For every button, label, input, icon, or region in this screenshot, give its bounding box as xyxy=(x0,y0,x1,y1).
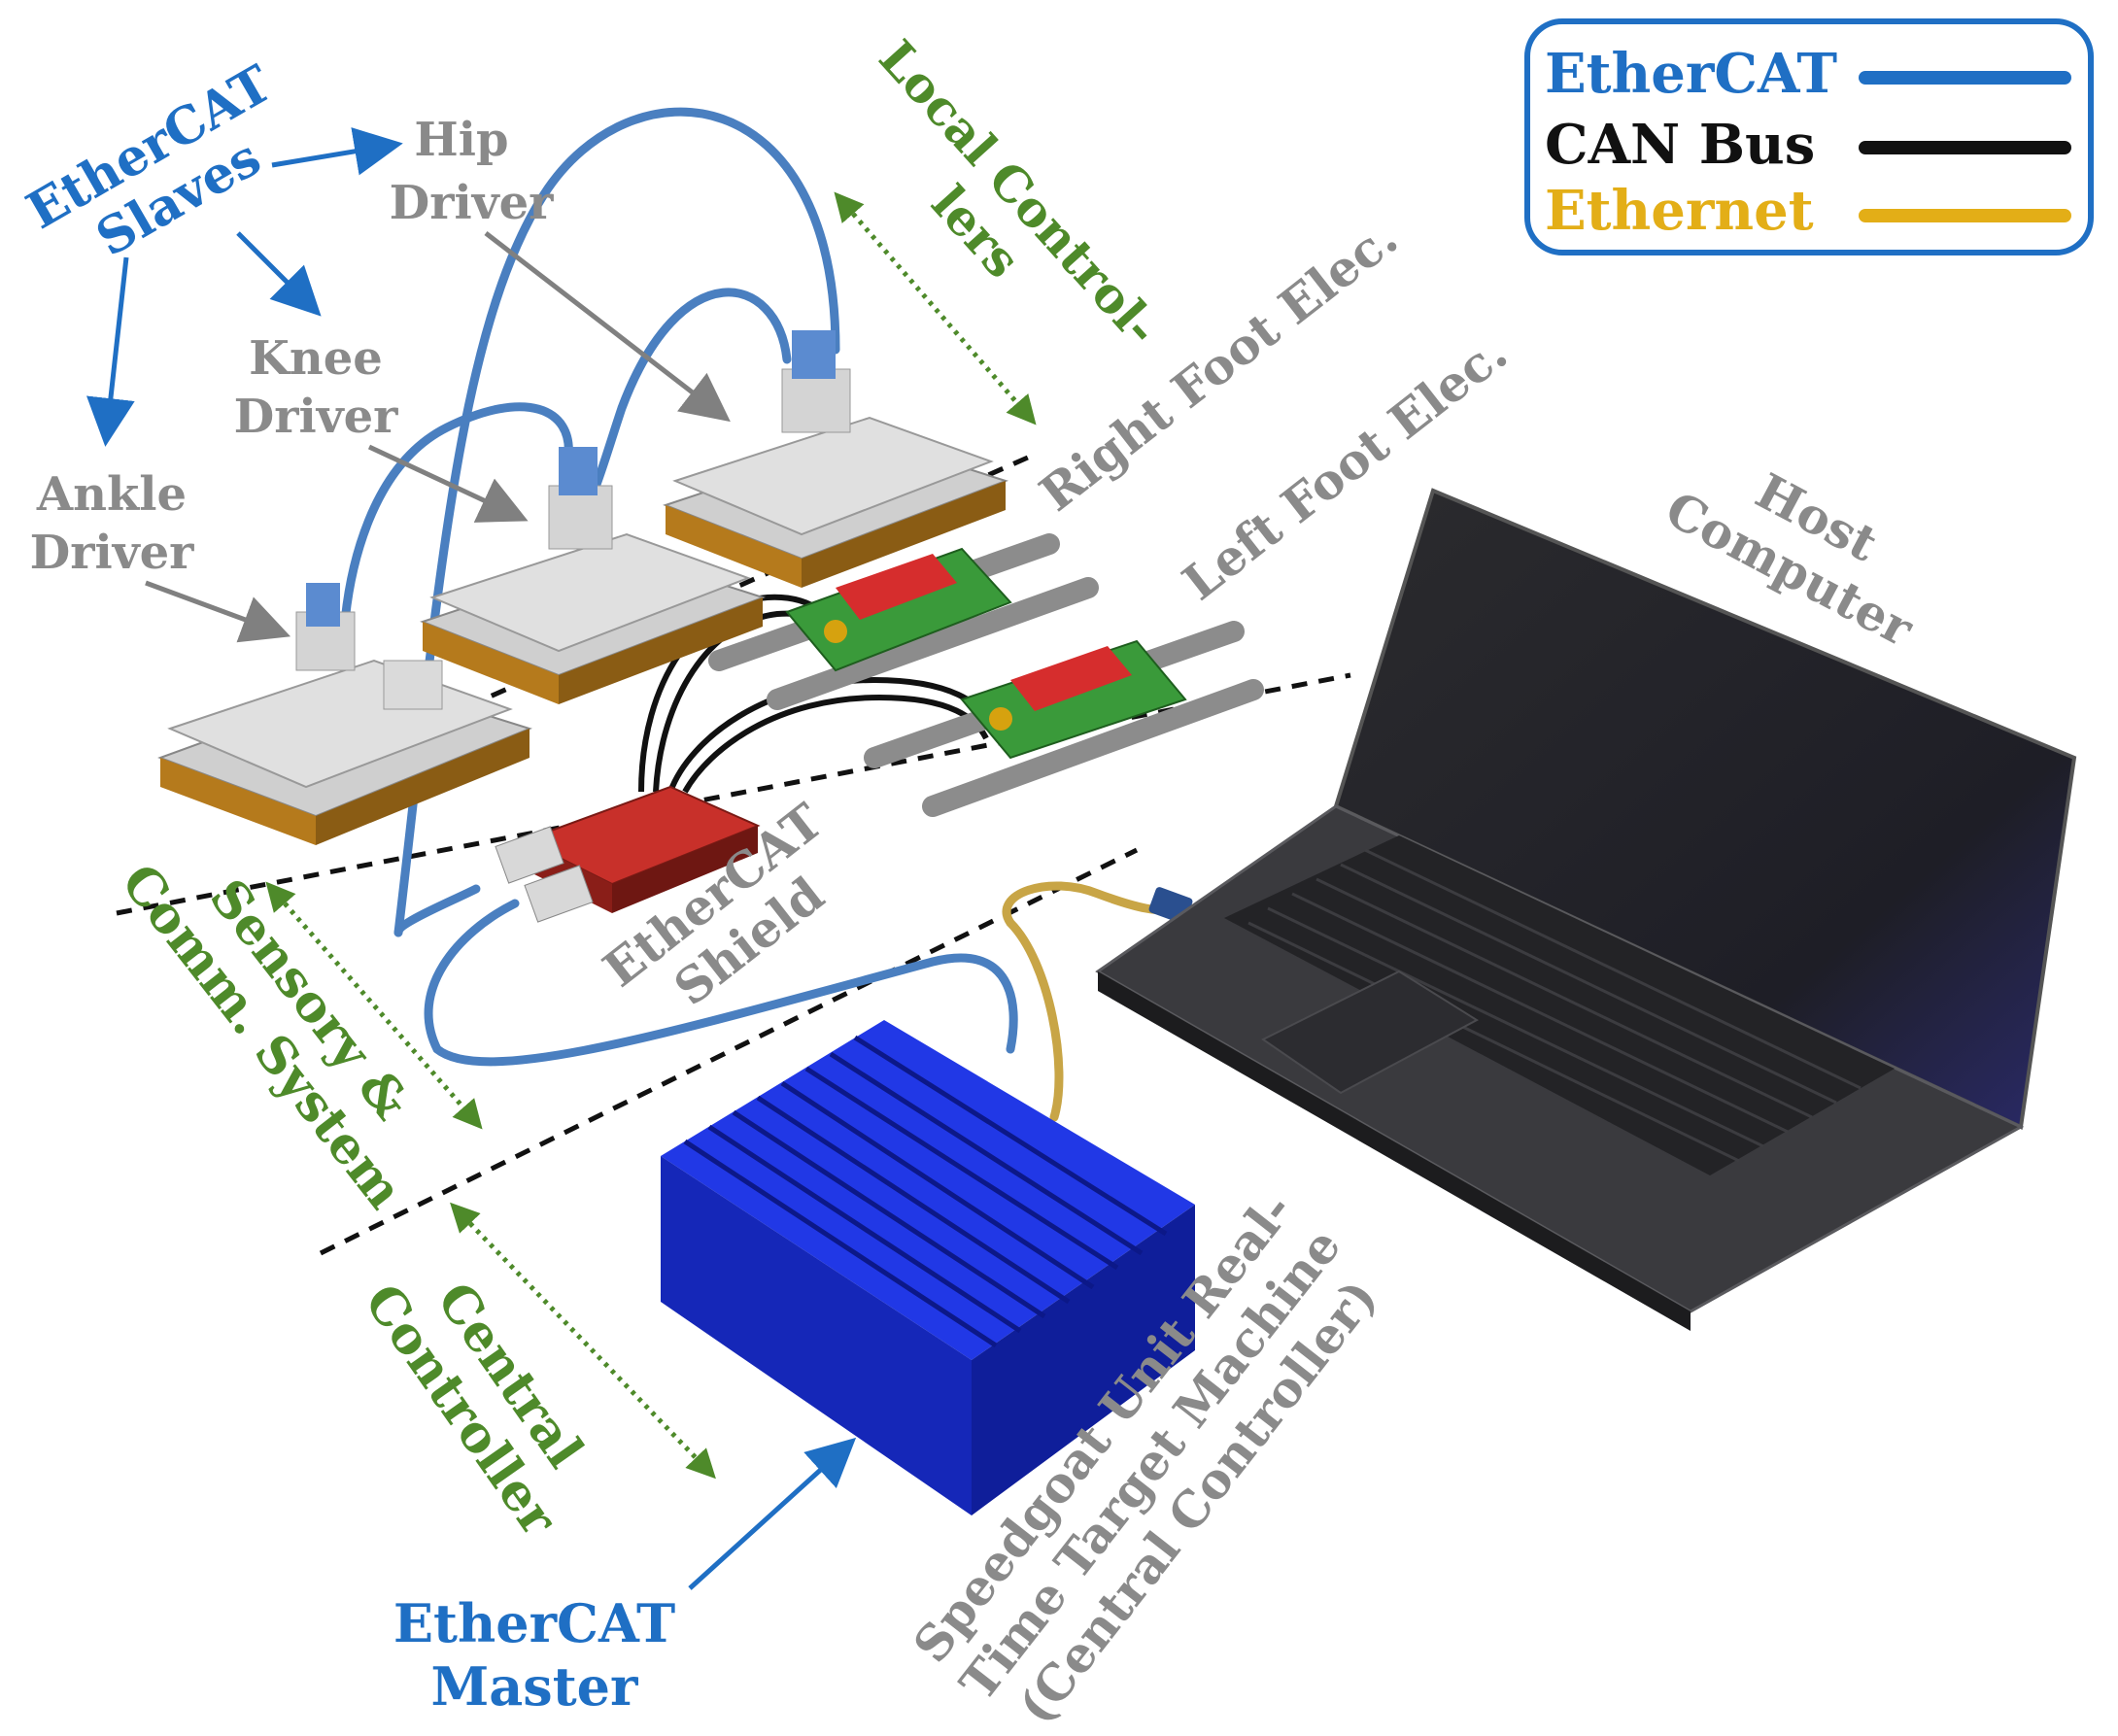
ethernet-cable xyxy=(1002,881,1180,1122)
speedgoat-target-machine xyxy=(661,1020,1195,1515)
master-arrow xyxy=(688,1437,857,1590)
slaves-arrows xyxy=(86,127,403,447)
section-arrows xyxy=(265,191,1037,1480)
ankle-driver-label: Ankle xyxy=(36,467,187,522)
shield-rj45-2 xyxy=(524,865,594,923)
hip-driver-label-2: Driver xyxy=(390,176,555,230)
legend-label-canbus: CAN Bus xyxy=(1545,113,1815,177)
ethercat-master-label-2: Master xyxy=(431,1655,638,1718)
ethercat-master-label: EtherCAT xyxy=(393,1592,675,1654)
laptop-touchpad xyxy=(1261,970,1479,1095)
cable-knee xyxy=(340,402,573,627)
host-laptop xyxy=(1095,488,2077,1331)
driver-pointer-arrows xyxy=(145,231,731,643)
legend-label-ethercat: EtherCAT xyxy=(1545,42,1837,106)
knee-driver-label: Knee xyxy=(249,331,383,386)
local-controllers-label: Local Control- lers xyxy=(868,29,1170,357)
ethercat-shield-board xyxy=(495,785,761,923)
ankle-driver-board xyxy=(157,583,532,845)
ethercat-slaves-label: EtherCAT Slaves xyxy=(17,53,282,268)
shield-rj45-1 xyxy=(495,826,564,884)
knee-driver-label-2: Driver xyxy=(234,390,399,444)
svg-text:Local Control-: Local Control- xyxy=(868,29,1170,357)
laptop-keyboard xyxy=(1224,835,1895,1175)
central-controller-label: Central Controller xyxy=(353,1272,595,1547)
sensory-arrow xyxy=(265,881,483,1130)
right-foot-electronics xyxy=(708,533,1099,710)
left-foot-electronics xyxy=(864,621,1264,817)
knee-driver-board xyxy=(420,447,767,704)
legend-label-ethernet: Ethernet xyxy=(1545,179,1814,243)
ankle-driver-label-2: Driver xyxy=(30,526,195,580)
hip-driver-label: Hip xyxy=(414,113,508,167)
central-arrow xyxy=(450,1202,716,1480)
hip-driver-board xyxy=(663,330,1009,588)
cable-to-shield xyxy=(393,884,481,937)
legend: EtherCAT CAN Bus Ethernet xyxy=(1524,18,2094,255)
divider-middle xyxy=(116,672,1351,916)
